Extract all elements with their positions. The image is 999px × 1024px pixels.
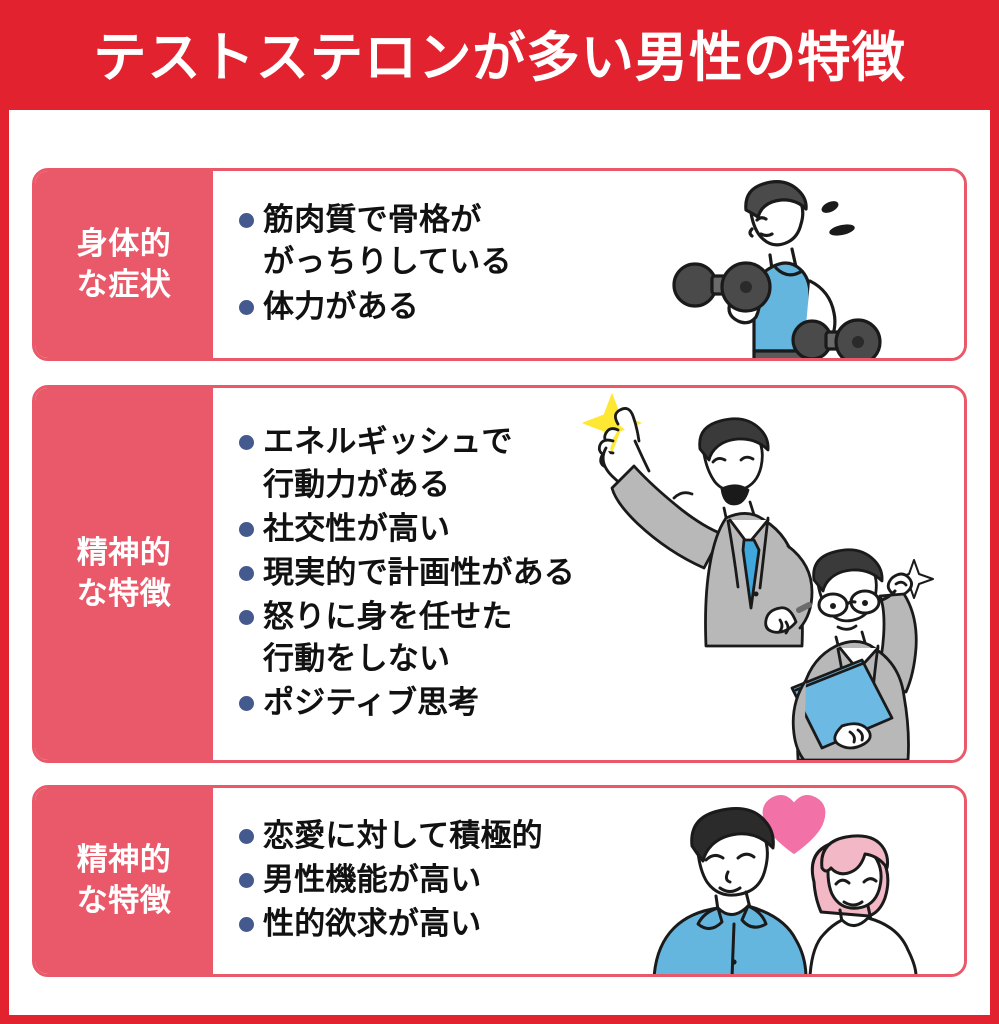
bullet-text: エネルギッシュで 行動力がある [263, 424, 513, 503]
bullet-text: 体力がある [263, 288, 419, 325]
bullet-dot-icon [239, 610, 254, 626]
bullet-text: 筋肉質で骨格が がっちりしている [263, 202, 512, 281]
card-label-mental-two: 精神的 な特徴 [35, 788, 213, 974]
bullet-dot-icon [239, 828, 254, 844]
bullet-text: 現実的で計画性がある [263, 554, 575, 591]
card-body-physical: 筋肉質で骨格が がっちりしている 体力がある [213, 171, 964, 358]
card-label-mental: 精神的 な特徴 [35, 388, 213, 760]
list-item: 筋肉質で骨格が がっちりしている [239, 199, 512, 283]
bullet-text: 恋愛に対して積極的 [263, 817, 543, 854]
card-label-line-1: 身体的 [76, 225, 172, 262]
list-item: 現実的で計画性がある [239, 552, 575, 594]
bullet-list-mental: エネルギッシュで 行動力がある 社交性が高い 現実的で計画性がある 怒りに身を任… [213, 421, 575, 726]
bullet-text: 怒りに身を任せた 行動をしない [263, 599, 513, 678]
list-item: 男性機能が高い [239, 859, 543, 901]
card-label-physical: 身体的 な症状 [35, 171, 213, 358]
two-businessmen-icon [574, 388, 964, 760]
list-item: エネルギッシュで 行動力がある [239, 421, 575, 505]
card-label-line-2: な症状 [76, 266, 172, 303]
bullet-dot-icon [239, 521, 254, 537]
card-label-line-2: な特徴 [76, 883, 172, 919]
bullet-list-mental-two: 恋愛に対して積極的 男性機能が高い 性的欲求が高い [213, 815, 543, 947]
list-item: 社交性が高い [239, 508, 575, 550]
bullet-text: 男性機能が高い [263, 861, 482, 898]
bullet-dot-icon [239, 917, 254, 933]
card-label-line-2: な特徴 [76, 576, 172, 612]
card-mental-characteristics-sexual: 精神的 な特徴 恋愛に対して積極的 男性機能が高い 性的欲求が高い [32, 785, 967, 977]
couple-with-heart-icon [638, 790, 938, 974]
header-banner: テストステロンが多い男性の特徴 [0, 0, 999, 116]
list-item: 怒りに身を任せた 行動をしない [239, 596, 575, 680]
man-lifting-dumbbells-icon [620, 177, 920, 358]
bullet-dot-icon [239, 696, 254, 712]
cards-area: 身体的 な症状 筋肉質で骨格が がっちりしている 体力がある [0, 110, 999, 1024]
page-title: テストステロンが多い男性の特徴 [93, 26, 906, 89]
card-body-mental-two: 恋愛に対して積極的 男性機能が高い 性的欲求が高い [213, 788, 964, 974]
bullet-dot-icon [239, 213, 254, 229]
card-body-mental: エネルギッシュで 行動力がある 社交性が高い 現実的で計画性がある 怒りに身を任… [213, 388, 964, 760]
list-item: 恋愛に対して積極的 [239, 815, 543, 857]
card-physical-symptoms: 身体的 な症状 筋肉質で骨格が がっちりしている 体力がある [32, 168, 967, 361]
list-item: 性的欲求が高い [239, 903, 543, 945]
bullet-dot-icon [239, 565, 254, 581]
bullet-dot-icon [239, 299, 254, 315]
bullet-text: ポジティブ思考 [263, 685, 480, 722]
card-label-line-1: 精神的 [76, 535, 172, 572]
card-label-line-1: 精神的 [76, 842, 172, 879]
bullet-text: 社交性が高い [263, 510, 451, 547]
bullet-list-physical: 筋肉質で骨格が がっちりしている 体力がある [213, 199, 512, 329]
bullet-dot-icon [239, 872, 254, 888]
card-mental-characteristics: 精神的 な特徴 エネルギッシュで 行動力がある 社交性が高い 現実的で計画性が [32, 385, 967, 763]
bullet-text: 性的欲求が高い [263, 906, 482, 943]
list-item: ポジティブ思考 [239, 682, 575, 724]
bullet-dot-icon [239, 435, 254, 451]
list-item: 体力がある [239, 286, 512, 328]
